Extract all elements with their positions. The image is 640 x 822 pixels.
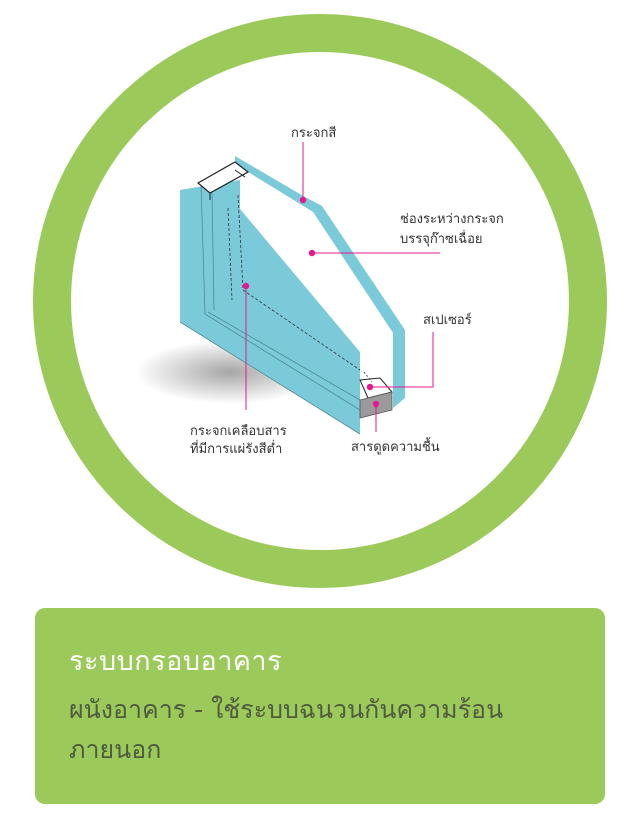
info-box: ระบบกรอบอาคาร ผนังอาคาร - ใช้ระบบฉนวนกัน… <box>35 608 605 804</box>
pane-dashed-lines <box>227 194 361 371</box>
leader-lines <box>245 142 440 432</box>
label-lowe-line1: กระจกเคลือบสาร <box>190 423 287 439</box>
leader-dots <box>242 196 380 408</box>
green-ring <box>33 14 607 588</box>
label-spacer: สเปเซอร์ <box>423 312 472 328</box>
pane-edge-lines <box>179 183 361 435</box>
top-spacer <box>196 161 250 200</box>
tinted-glass-pane <box>235 156 405 408</box>
label-air-gap-line2: บรรจุก๊าซเฉื่อย <box>400 230 483 247</box>
lowe-glass-pane <box>180 180 360 434</box>
glass-diagram: กระจกสี ช่องระหว่างกระจก บรรจุก๊าซเฉื่อย… <box>33 14 607 588</box>
info-title: ระบบกรอบอาคาร <box>69 646 283 677</box>
label-desiccant: สารดูดความชื้น <box>351 437 440 455</box>
label-air-gap-line1: ช่องระหว่างกระจก <box>400 212 504 227</box>
label-lowe-line2: ที่มีการแผ่รังสีต่ำ <box>190 440 282 457</box>
bottom-spacer <box>359 371 393 419</box>
info-description: ผนังอาคาร - ใช้ระบบฉนวนกันความร้อนภายนอก <box>69 695 504 764</box>
label-tinted-glass: กระจกสี <box>291 125 336 141</box>
